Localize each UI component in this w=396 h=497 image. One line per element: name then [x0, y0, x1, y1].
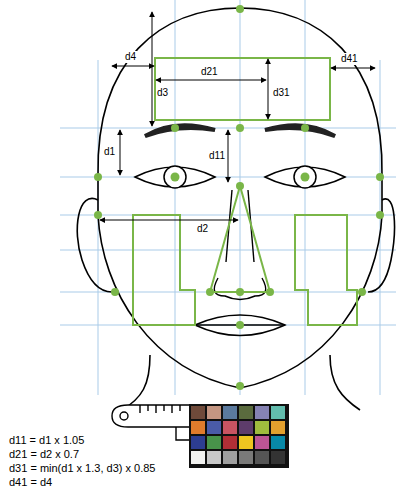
landmark-dots-part: [376, 211, 384, 219]
head-outline-part: [98, 8, 382, 388]
ruler-part: [176, 427, 190, 440]
head-outline-part: [77, 198, 112, 292]
dimension-label: d4: [124, 51, 137, 63]
color-checker-part: [191, 421, 205, 434]
formula-note: d21 = d2 x 0.7: [8, 448, 80, 461]
landmark-dots-part: [236, 382, 244, 390]
landmark-dots-part: [236, 321, 244, 329]
color-checker-part: [223, 406, 237, 419]
landmark-dots-part: [171, 124, 179, 132]
formula-note: d11 = d1 x 1.05: [8, 434, 85, 447]
nose-mouth-part: [214, 278, 265, 300]
dimension-label: d2: [196, 223, 209, 235]
brows-part: [145, 125, 215, 136]
guide-grid: [60, 0, 396, 395]
brows-part: [265, 125, 335, 136]
ruler: [112, 405, 190, 440]
color-checker-part: [223, 451, 237, 464]
dimension-label: d11: [208, 150, 226, 162]
dimension-arrows-part: [120, 130, 121, 175]
landmark-dots-part: [301, 173, 310, 182]
measure-regions-part: [133, 215, 195, 325]
dimension-arrows-part: [228, 130, 229, 182]
color-checker-part: [191, 451, 205, 464]
landmark-dots-part: [236, 124, 244, 132]
color-checker-part: [255, 451, 269, 464]
eyes-part: [265, 167, 345, 187]
landmark-dots-part: [94, 173, 102, 181]
color-checker-part: [207, 436, 221, 449]
color-checker-part: [223, 421, 237, 434]
landmark-dots-part: [266, 288, 274, 296]
landmark-dots-part: [94, 211, 102, 219]
landmark-dots-part: [171, 173, 180, 182]
dimension-label: d41: [340, 53, 359, 65]
landmark-dots-part: [236, 182, 244, 190]
guide-grid-part: [175, 0, 176, 395]
color-checker-part: [239, 436, 253, 449]
color-checker: [189, 404, 289, 468]
color-checker-part: [239, 406, 253, 419]
formula-note: d41 = d4: [8, 476, 53, 489]
color-checker-part: [191, 436, 205, 449]
landmark-dots-part: [206, 288, 214, 296]
color-checker-part: [207, 406, 221, 419]
dimension-label: d21: [200, 66, 219, 78]
color-checker-part: [223, 436, 237, 449]
nose-mouth: [195, 190, 285, 336]
color-checker-part: [189, 404, 289, 468]
dimension-label: d31: [272, 87, 291, 99]
dimension-arrows: [100, 12, 375, 220]
dimension-label: d3: [156, 87, 169, 99]
eyes-part: [135, 167, 215, 187]
measure-regions-part: [155, 58, 330, 120]
dimension-arrows-part: [100, 220, 238, 221]
head-outline-part: [122, 355, 150, 410]
head-outline-part: [330, 355, 360, 410]
color-checker-part: [271, 436, 285, 449]
landmark-dots: [94, 5, 384, 390]
dimension-label: d1: [103, 146, 116, 158]
guide-grid-part: [60, 128, 396, 129]
guide-grid-part: [305, 0, 306, 395]
landmark-dots-part: [236, 5, 244, 13]
guide-grid-part: [60, 250, 396, 251]
color-checker-part: [255, 436, 269, 449]
landmark-dots-part: [236, 288, 244, 296]
color-checker-part: [271, 421, 285, 434]
color-checker-part: [207, 421, 221, 434]
formula-note: d31 = min(d1 x 1.3, d3) x 0.85: [8, 462, 156, 475]
color-checker-part: [271, 406, 285, 419]
dimension-arrows-part: [152, 12, 153, 126]
color-checker-part: [239, 451, 253, 464]
measure-regions-part: [295, 215, 357, 325]
ruler-part: [140, 405, 180, 413]
measure-regions: [133, 58, 357, 325]
color-checker-part: [255, 421, 269, 434]
eyes-part: [294, 166, 316, 188]
eyes-part: [164, 166, 186, 188]
landmark-dots-part: [301, 124, 309, 132]
measure-regions-part: [210, 186, 270, 292]
color-checker-part: [191, 406, 205, 419]
ruler-part: [120, 412, 128, 420]
color-checker-part: [239, 421, 253, 434]
landmark-dots-part: [111, 288, 119, 296]
color-checker-part: [255, 406, 269, 419]
ruler-part: [112, 405, 190, 427]
dimension-arrows-part: [112, 66, 154, 67]
head-outline: [77, 8, 394, 410]
color-checker-part: [271, 451, 285, 464]
color-checker-part: [207, 451, 221, 464]
nose-mouth-part: [195, 315, 285, 336]
landmark-dots-part: [358, 288, 366, 296]
dimension-arrows-part: [156, 80, 266, 81]
head-outline-part: [368, 199, 394, 292]
dimension-arrows-part: [331, 68, 375, 69]
landmark-dots-part: [376, 173, 384, 181]
dimension-arrows-part: [268, 59, 269, 119]
